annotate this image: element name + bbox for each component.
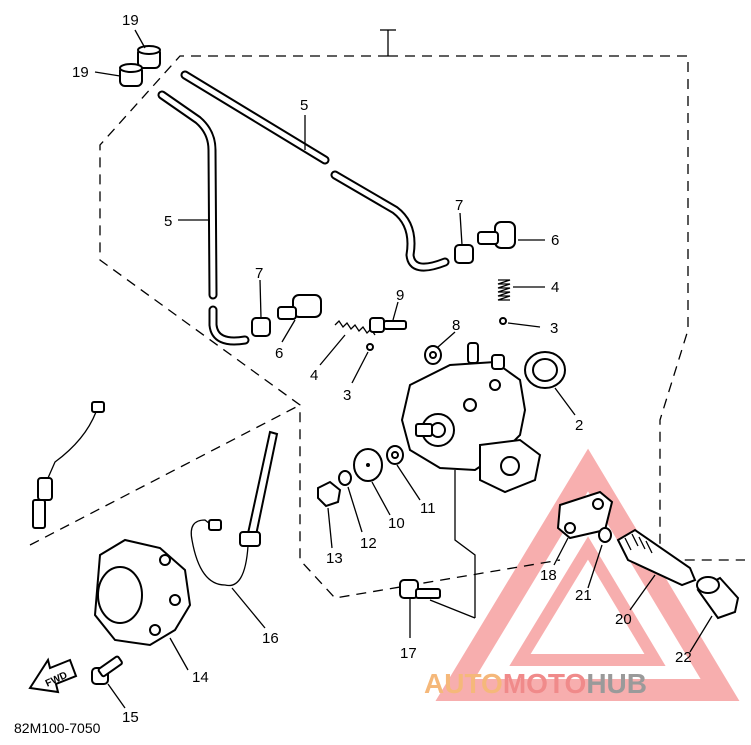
part-3-ball-left [366,343,374,351]
label-15: 15 [122,709,139,726]
label-7b: 7 [255,265,263,282]
label-22: 22 [675,649,692,666]
label-4a: 4 [551,279,559,296]
watermark-triangle-logo [435,448,740,701]
part-19-cap-upper [137,45,161,69]
label-6a: 6 [551,232,559,249]
part-21-o-ring [598,527,612,543]
part-9-bolt [369,317,407,333]
label-3b: 3 [343,387,351,404]
diagram-code: 82M100-7050 [14,720,101,736]
label-5a: 5 [300,97,308,114]
label-12: 12 [360,535,377,552]
label-17: 17 [400,645,417,662]
part-5-hose-left [157,90,250,346]
part-13-nut [317,480,342,508]
part-16-cable [190,430,279,587]
watermark-wordmark: AUTOMOTOHUB [424,668,647,699]
assembly-boundary-lines [29,29,745,599]
part-8-washer [424,345,442,365]
label-2: 2 [575,417,583,434]
label-4b: 4 [310,367,318,384]
part-19-cap-lower [119,63,143,87]
part-7-clamp-left [251,317,271,337]
label-16: 16 [262,630,279,647]
part-11-washer [386,445,404,465]
label-5b: 5 [164,213,172,230]
label-18: 18 [540,567,557,584]
label-10: 10 [388,515,405,532]
label-19a: 19 [122,12,139,29]
label-7a: 7 [455,197,463,214]
part-15-screw [91,655,123,685]
part-10-gear-plate [353,448,383,482]
watermark-auto: AUTO [424,668,503,699]
part-2-oil-seal [524,351,566,389]
label-21: 21 [575,587,592,604]
part-12-washer [338,470,352,486]
label-19b: 19 [72,64,89,81]
label-6b: 6 [275,345,283,362]
part-4-spring-left [334,319,376,336]
label-8: 8 [452,317,460,334]
part-4-spring-right [497,279,511,301]
part-number-labels: 19 19 5 5 7 7 6 6 4 4 3 3 9 8 2 11 10 12… [72,12,692,726]
front-direction-arrow: FWD [28,657,78,694]
part-7-clamp-right [454,244,474,264]
label-9: 9 [396,287,404,304]
part-14-pump-cover [93,538,192,647]
part-17-bolt [399,579,441,599]
label-3a: 3 [550,320,558,337]
oil-pump-cable-left [32,401,105,529]
svg-text:AUTOMOTOHUB: AUTOMOTOHUB [424,668,647,699]
part-3-ball-right [499,317,507,325]
part-18-gasket [556,490,614,540]
part-5-hose-upper [180,70,450,272]
part-20-drive-shaft [616,528,697,587]
part-22-cap [696,576,740,620]
watermark-hub: HUB [586,668,647,699]
label-20: 20 [615,611,632,628]
oil-pump-body [400,342,542,494]
label-11: 11 [420,500,436,517]
part-6-elbow-left [277,294,322,320]
watermark-moto: MOTO [503,668,586,699]
label-14: 14 [192,669,209,686]
label-13: 13 [326,550,343,567]
part-6-elbow-right [477,221,516,249]
